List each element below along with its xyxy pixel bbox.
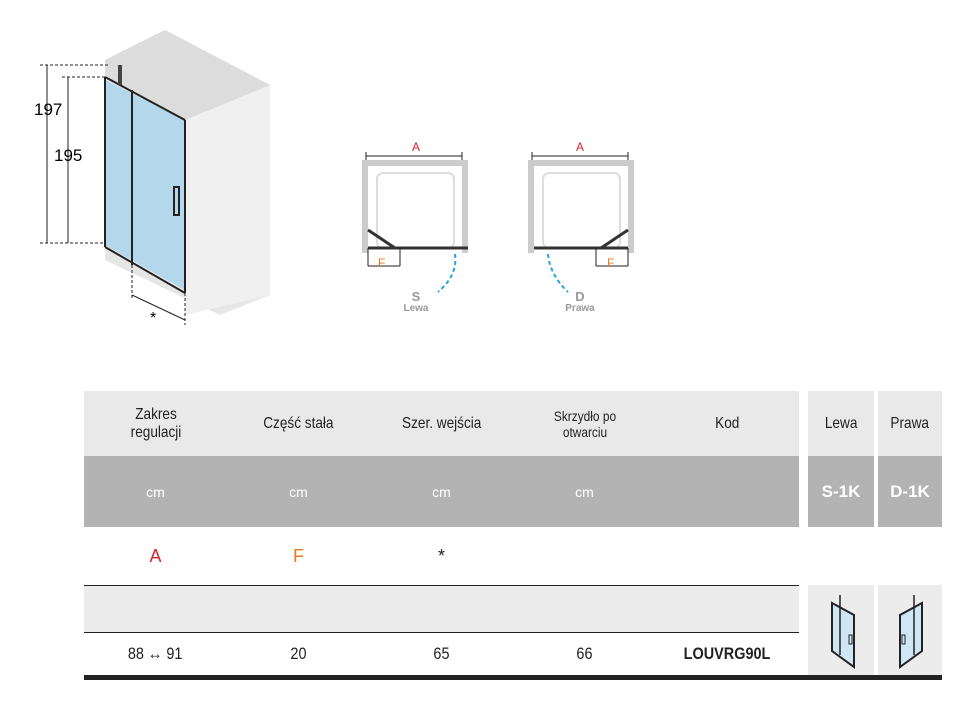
shower-door-illustration — [40, 30, 270, 325]
value-zakres: 88 ↔ 91 — [128, 643, 183, 663]
variant-image-prawa — [878, 585, 942, 675]
plan-left-dim-f: F — [378, 256, 386, 270]
plan-left — [362, 152, 468, 267]
header-szer-wejscia: Szer. wejścia — [401, 414, 482, 432]
plan-right — [528, 152, 634, 267]
table-spacer-row — [84, 585, 799, 633]
value-skrzydlo: 66 — [576, 643, 593, 663]
variant-image-lewa — [808, 585, 874, 675]
plan-left-code: S — [411, 289, 421, 304]
unit-0: cm — [146, 483, 165, 500]
header-skrzydlo: Skrzydło po otwarciu — [553, 407, 616, 440]
symbol-star: * — [437, 545, 445, 566]
variant-header-prawa: Prawa — [878, 391, 942, 456]
right-door-icon — [899, 595, 923, 669]
plan-right-dim-a: A — [575, 140, 584, 154]
header-kod: Kod — [715, 414, 740, 432]
height-total-label: 197 — [34, 100, 63, 119]
plan-left-dim-a: A — [411, 140, 420, 154]
plan-right-code: D — [575, 289, 585, 304]
value-szer-wejscia: 65 — [433, 643, 450, 663]
plan-left-label: Lewa — [403, 303, 429, 314]
swing-arrow-icon — [437, 253, 457, 293]
unit-1: cm — [289, 483, 308, 500]
table-bottom-rule — [84, 675, 942, 680]
unit-2: cm — [432, 483, 451, 500]
swing-arrow-icon — [547, 253, 569, 293]
symbol-a: A — [149, 545, 162, 566]
height-door-label: 195 — [54, 146, 83, 165]
table-units-row — [84, 456, 799, 527]
unit-3: cm — [575, 483, 594, 500]
width-marker: * — [150, 310, 157, 327]
variant-code-prawa: D-1K — [878, 456, 942, 527]
plan-right-label: Prawa — [565, 303, 595, 314]
header-zakres: Zakres regulacji — [130, 405, 181, 441]
left-door-icon — [831, 595, 855, 669]
variant-header-lewa: Lewa — [808, 391, 874, 456]
header-czesc-stala: Część stała — [263, 414, 334, 432]
variant-code-lewa: S-1K — [808, 456, 874, 527]
symbol-f: F — [293, 545, 304, 566]
table-header-row — [84, 391, 799, 456]
value-kod: LOUVRG90L — [684, 643, 771, 663]
value-czesc-stala: 20 — [290, 643, 307, 663]
plan-right-dim-f: F — [607, 256, 615, 270]
